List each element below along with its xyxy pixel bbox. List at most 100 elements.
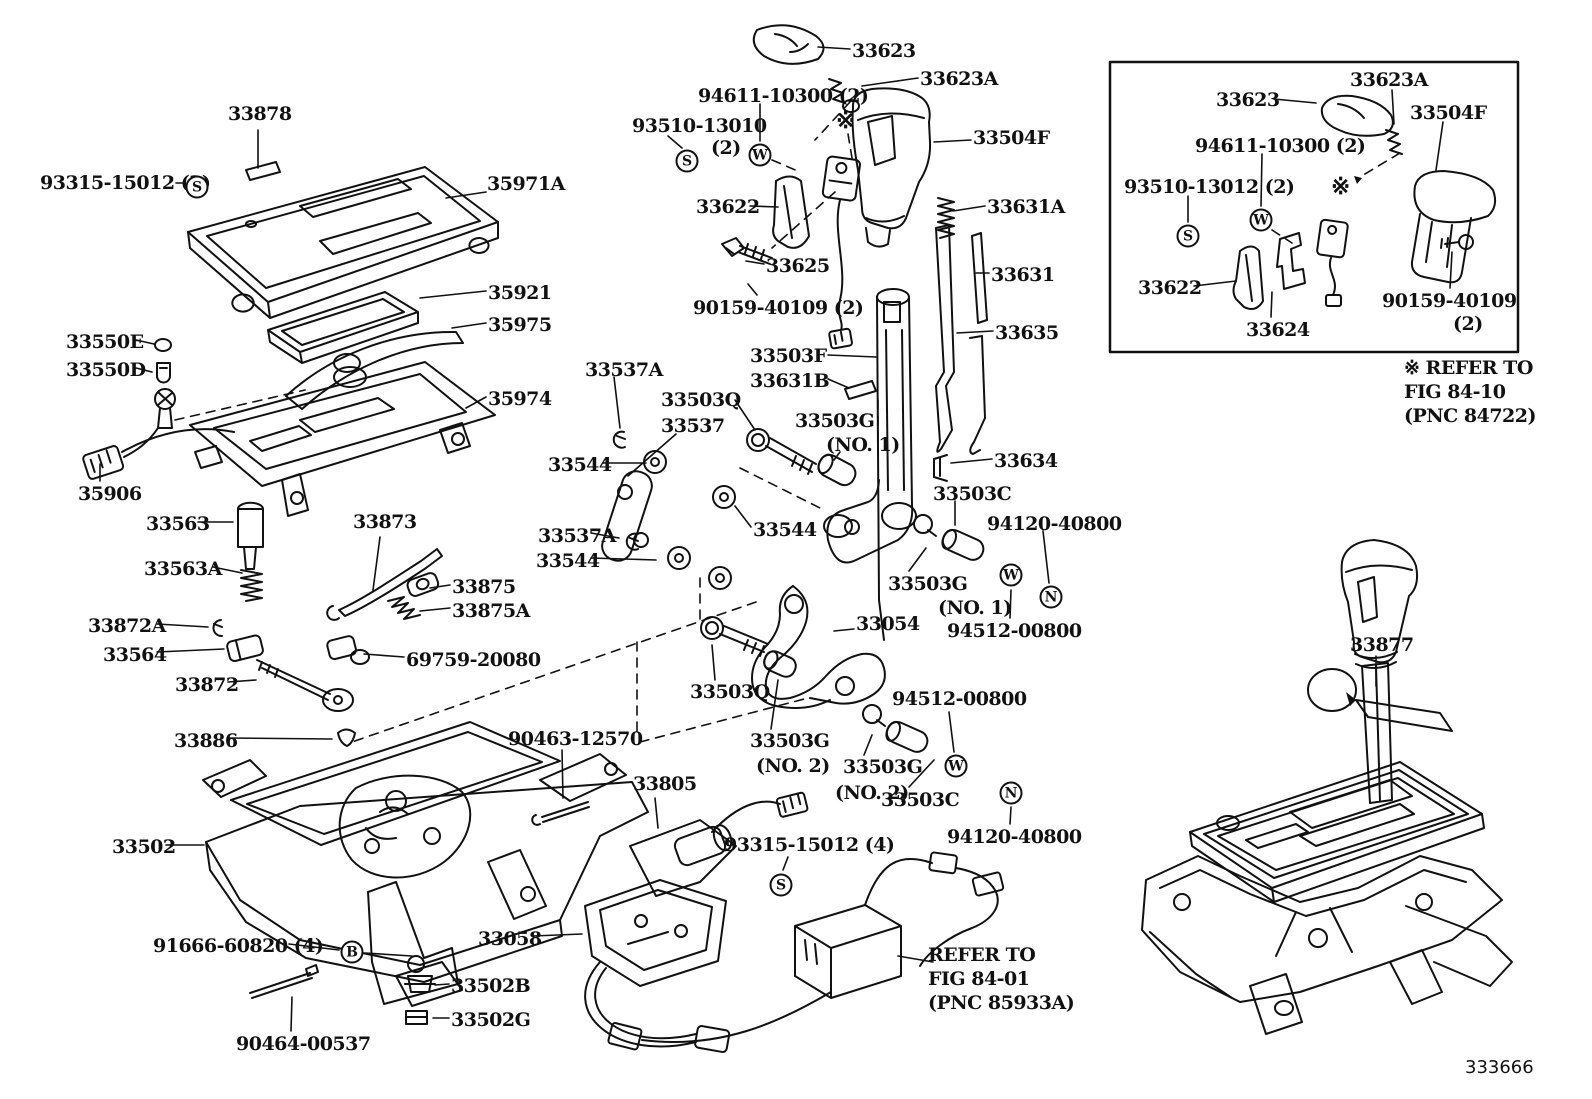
housing-bracket-art xyxy=(202,721,731,1053)
inset-note: ※ REFER TO FIG 84-10 (PNC 84722) xyxy=(1404,357,1536,427)
part-label: 33550E xyxy=(66,331,144,353)
part-label: (NO. 2) xyxy=(835,782,909,804)
part-label: (2) xyxy=(711,137,741,159)
console-cover-art xyxy=(82,161,499,517)
part-label: 33622 xyxy=(1138,277,1202,299)
fastener-badge-b: B xyxy=(340,940,364,964)
fastener-badge-s: S xyxy=(1176,224,1200,248)
part-label: 33877 xyxy=(1350,634,1414,656)
shift-lock-parts-art xyxy=(212,501,443,747)
part-label: 33502G xyxy=(451,1009,531,1031)
part-label: 94120-40800 xyxy=(947,826,1082,848)
part-label: 33563 xyxy=(146,513,210,535)
part-label: 33872A xyxy=(88,615,166,637)
fastener-badge-w: W xyxy=(1249,208,1273,232)
part-label: 69759-20080 xyxy=(406,649,541,671)
part-label: 33875 xyxy=(452,576,516,598)
part-label: 33631B xyxy=(750,370,830,392)
fastener-badge-s: S xyxy=(185,175,209,199)
part-label: (NO. 1) xyxy=(826,434,900,456)
part-label: 33502B xyxy=(451,975,531,997)
part-label: 33503G xyxy=(888,573,968,595)
part-label: 90464-00537 xyxy=(236,1033,371,1055)
asterisk-symbol: ※ xyxy=(836,107,855,134)
part-label: 90159-40109 xyxy=(1382,290,1517,312)
part-label: 33623A xyxy=(920,68,998,90)
fastener-badge-n: N xyxy=(1039,585,1063,609)
part-label: 33873 xyxy=(353,511,417,533)
fastener-badge-w: W xyxy=(748,143,772,167)
part-label: 33634 xyxy=(994,450,1058,472)
part-label: (2) xyxy=(1453,313,1483,335)
part-label: 35971A xyxy=(487,173,565,195)
part-label: 33544 xyxy=(548,454,612,476)
part-label: 33503Q xyxy=(690,681,770,703)
part-label: 94120-40800 xyxy=(987,513,1122,535)
assembled-shifter-art xyxy=(1141,539,1513,1035)
part-label: 93510-13010 xyxy=(632,115,767,137)
part-label: 33503C xyxy=(881,789,960,811)
part-label: 33503F xyxy=(750,345,827,367)
part-label: 33537A xyxy=(538,525,616,547)
part-label: 33544 xyxy=(536,550,600,572)
part-label: 33878 xyxy=(228,103,292,125)
part-label: 33631A xyxy=(987,196,1065,218)
part-label: (NO. 2) xyxy=(756,755,830,777)
fastener-badge-s: S xyxy=(675,149,699,173)
page-number: 333666 xyxy=(1465,1057,1534,1078)
part-label: 33504F xyxy=(973,127,1050,149)
part-label: 33504F xyxy=(1410,102,1487,124)
part-label: 33872 xyxy=(175,674,239,696)
part-label: 33875A xyxy=(452,600,530,622)
part-label: 91666-60820 (4) xyxy=(153,935,324,957)
part-label: 35921 xyxy=(488,282,552,304)
part-label: 94512-00800 xyxy=(947,620,1082,642)
part-label: 93315-15012 (4) xyxy=(724,834,895,856)
part-label: 33537 xyxy=(661,415,725,437)
part-label: 33635 xyxy=(995,322,1059,344)
dashed-lines xyxy=(174,101,1401,743)
leader-lines xyxy=(99,46,1453,1032)
part-label: (NO. 1) xyxy=(938,597,1012,619)
part-label: 93315-15012 (2) xyxy=(40,172,211,194)
part-label: 33631 xyxy=(991,264,1055,286)
fastener-badge-s: S xyxy=(769,873,793,897)
fastener-badge-n: N xyxy=(999,781,1023,805)
part-label: 33502 xyxy=(112,836,176,858)
part-label: 90159-40109 (2) xyxy=(693,297,864,319)
part-label: 33537A xyxy=(585,359,663,381)
part-label: 90463-12570 xyxy=(508,728,643,750)
part-label: 33563A xyxy=(144,558,222,580)
part-label: 94512-00800 xyxy=(892,688,1027,710)
fastener-badge-w: W xyxy=(999,563,1023,587)
part-label: 33623A xyxy=(1350,69,1428,91)
part-label: 94611-10300 (2) xyxy=(698,85,869,107)
fastener-badge-w: W xyxy=(944,754,968,778)
part-label: 33623 xyxy=(1216,89,1280,111)
part-label: 35974 xyxy=(488,388,552,410)
part-label: 33503Q xyxy=(661,389,741,411)
part-label: 93510-13012 (2) xyxy=(1124,176,1295,198)
part-label: 33805 xyxy=(633,773,697,795)
part-label: 33624 xyxy=(1246,319,1310,341)
part-label: 33625 xyxy=(766,255,830,277)
part-label: 94611-10300 (2) xyxy=(1195,135,1366,157)
part-label: 33564 xyxy=(103,644,167,666)
part-label: 33058 xyxy=(478,928,542,950)
inset-box-art xyxy=(1108,60,1520,354)
part-label: 35906 xyxy=(78,483,142,505)
part-label: 33503G xyxy=(750,730,830,752)
sensor-ecu-art xyxy=(607,791,1005,1051)
part-label: 33503G xyxy=(843,756,923,778)
harness-note: REFER TO FIG 84-01 (PNC 85933A) xyxy=(928,944,1075,1014)
part-label: 33503G xyxy=(795,410,875,432)
part-label: 33622 xyxy=(696,196,760,218)
shift-lever-art xyxy=(601,24,988,753)
asterisk-symbol: ※ xyxy=(1331,173,1350,200)
part-label: 33550D xyxy=(66,359,146,381)
part-label: 33544 xyxy=(753,519,817,541)
